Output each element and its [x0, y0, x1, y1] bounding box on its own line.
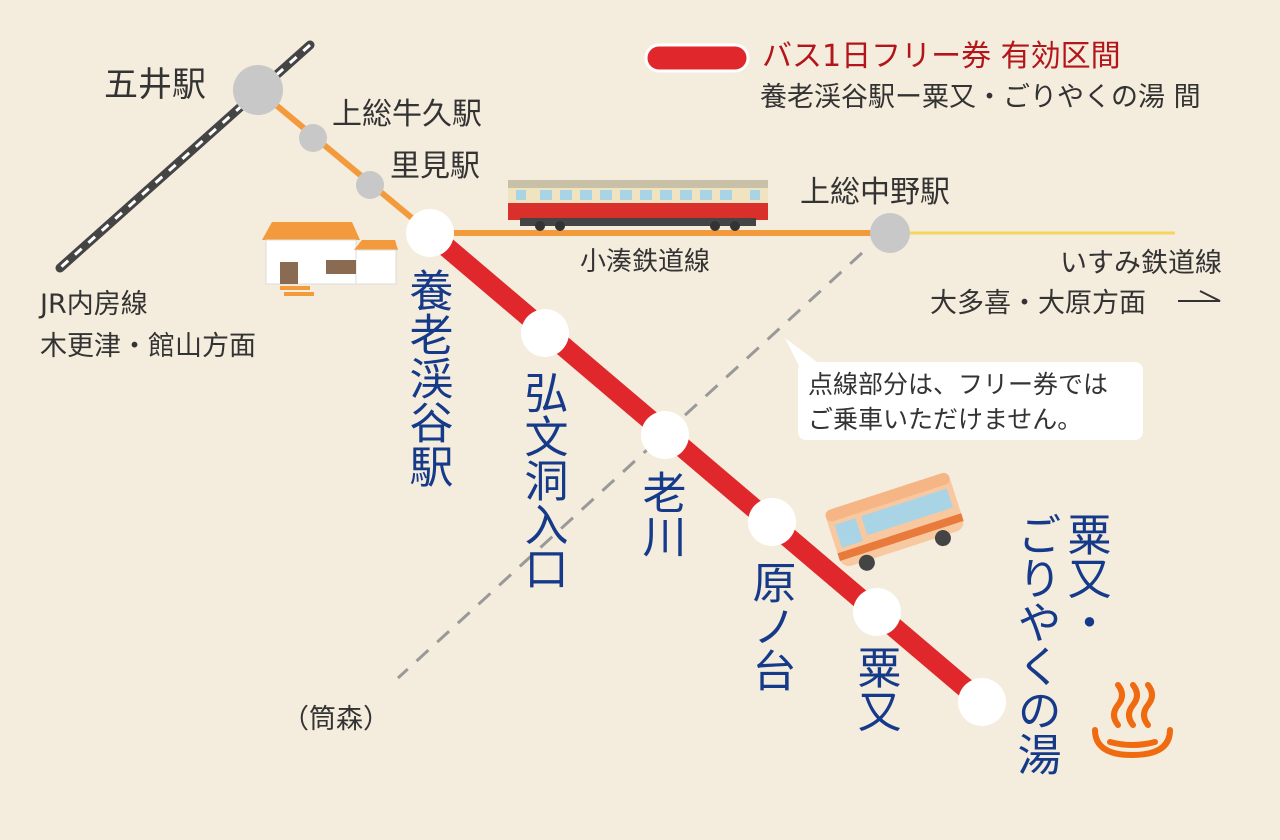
arrow-right-icon	[1178, 290, 1221, 302]
label-yoro-keikoku: 養老渓谷駅	[402, 268, 453, 488]
hot-spring-icon	[1092, 682, 1173, 759]
train-illustration	[508, 180, 768, 231]
label-oikawa: 老川	[635, 470, 686, 558]
station-kazusa-ushiku-marker[interactable]	[299, 124, 327, 152]
stop-kobundo-marker[interactable]	[521, 309, 569, 357]
label-terminal-line1: 粟又・	[1060, 512, 1111, 644]
label-kazusa-nakano: 上総中野駅	[800, 175, 950, 210]
label-kominato-line: 小湊鉄道線	[580, 247, 710, 277]
stop-oikawa-marker[interactable]	[641, 411, 689, 459]
label-jr-direction: 木更津・館山方面	[40, 331, 256, 362]
kominato-line	[256, 87, 432, 236]
label-kobundo: 弘文洞入口	[517, 370, 568, 590]
station-satomi-marker[interactable]	[356, 171, 384, 199]
label-kazusa-ushiku: 上総牛久駅	[332, 97, 482, 132]
stop-goriyaku-marker[interactable]	[958, 678, 1006, 726]
dashed-route	[396, 251, 864, 680]
label-jr-line: JR内房線	[38, 289, 148, 320]
label-tsutsumori: （筒森）	[282, 704, 390, 735]
label-goi: 五井駅	[104, 65, 206, 105]
stop-haranodai-marker[interactable]	[748, 498, 796, 546]
bus-route	[423, 225, 989, 710]
label-terminal-line2: ごりやくの湯	[1010, 512, 1061, 776]
legend-subtitle: 養老渓谷駅ー粟又・ごりやくの湯 間	[760, 82, 1201, 113]
legend-title: バス1日フリー券 有効区間	[762, 39, 1121, 74]
label-awamata: 粟又	[850, 645, 901, 733]
station-building-illustration	[262, 222, 398, 296]
station-goi-marker[interactable]	[233, 65, 283, 115]
note-line1: 点線部分は、フリー券では	[808, 370, 1108, 399]
note-callout: 点線部分は、フリー券では ご乗車いただけません。	[785, 338, 1143, 440]
note-line2: ご乗車いただけません。	[808, 405, 1082, 434]
stop-yoro-keikoku-marker[interactable]	[406, 209, 454, 257]
label-isumi-direction: 大多喜・大原方面	[930, 288, 1146, 319]
stop-awamata-marker[interactable]	[853, 588, 901, 636]
station-kazusa-nakano-marker[interactable]	[870, 213, 910, 253]
bus-illustration	[825, 472, 964, 571]
label-satomi: 里見駅	[390, 149, 480, 184]
legend-swatch	[644, 43, 750, 73]
label-isumi-line: いすみ鉄道線	[1060, 248, 1222, 279]
label-haranodai: 原ノ台	[745, 560, 796, 692]
